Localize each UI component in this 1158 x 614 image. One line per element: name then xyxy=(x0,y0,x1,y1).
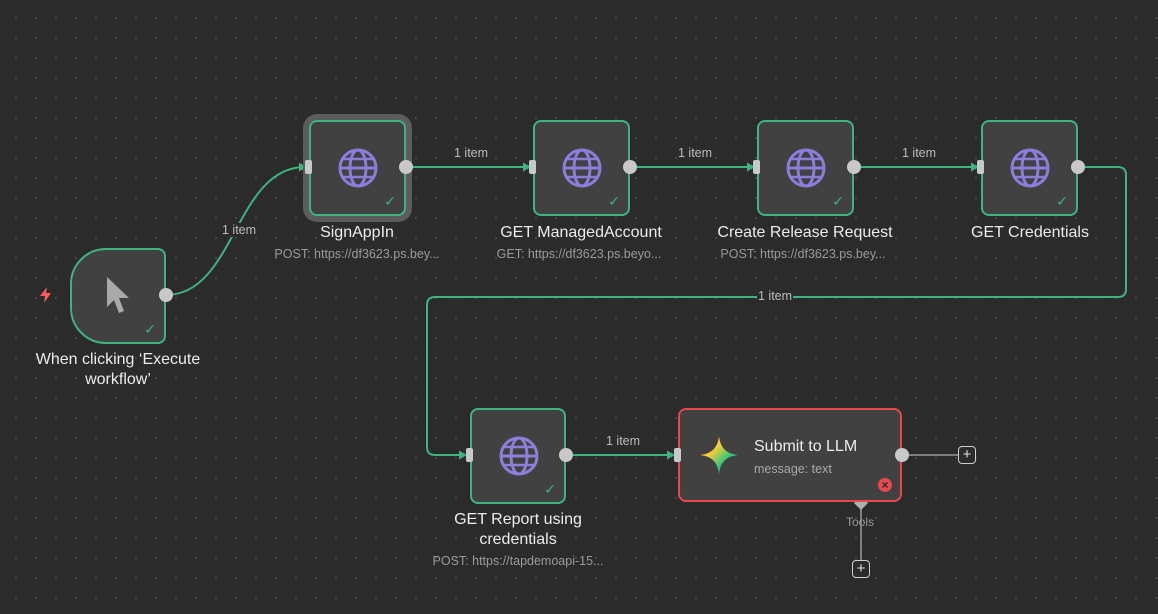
add-tool-button[interactable]: + xyxy=(852,560,870,578)
gemini-sparkle-icon xyxy=(698,434,740,481)
globe-icon xyxy=(337,147,379,194)
submit-to-llm-input-handle[interactable] xyxy=(674,448,681,462)
signappin-output-handle[interactable] xyxy=(399,160,413,174)
add-node-after-llm-button[interactable]: + xyxy=(958,446,976,464)
signappin-subtitle: POST: https://df3623.ps.bey... xyxy=(274,247,440,261)
success-check-icon: ✓ xyxy=(144,321,156,337)
submit-to-llm-subtitle: message: text xyxy=(754,462,832,476)
get-report-output-handle[interactable] xyxy=(559,448,573,462)
get-report-node[interactable]: ✓ xyxy=(470,408,566,504)
cursor-icon xyxy=(105,275,133,322)
get-credentials-output-handle[interactable] xyxy=(1071,160,1085,174)
create-release-request-subtitle: POST: https://df3623.ps.bey... xyxy=(720,247,886,261)
tools-label: Tools xyxy=(846,515,875,529)
trigger-output-handle[interactable] xyxy=(159,288,173,302)
create-release-request-input-handle[interactable] xyxy=(753,160,760,174)
edge-label-managed-release: 1 item xyxy=(677,146,714,160)
globe-icon xyxy=(785,147,827,194)
get-managed-account-input-handle[interactable] xyxy=(529,160,536,174)
edge-label-report-llm: 1 item xyxy=(605,434,642,448)
submit-to-llm-output-handle[interactable] xyxy=(895,448,909,462)
get-managed-account-subtitle: GET: https://df3623.ps.beyo... xyxy=(496,247,662,261)
success-check-icon: ✓ xyxy=(544,481,556,497)
globe-icon xyxy=(561,147,603,194)
globe-icon xyxy=(498,435,540,482)
error-icon: × xyxy=(878,478,892,492)
get-managed-account-title: GET ManagedAccount xyxy=(500,224,662,241)
create-release-request-node[interactable]: ✓ xyxy=(757,120,854,216)
get-managed-account-node[interactable]: ✓ xyxy=(533,120,630,216)
create-release-request-output-handle[interactable] xyxy=(847,160,861,174)
signappin-node[interactable]: ✓ xyxy=(309,120,406,216)
create-release-request-title: Create Release Request xyxy=(717,224,893,241)
edge-label-release-credentials: 1 item xyxy=(901,146,938,160)
submit-to-llm-node[interactable]: Submit to LLM message: text × xyxy=(678,408,902,502)
signappin-title: SignAppIn xyxy=(320,224,394,241)
get-credentials-node[interactable]: ✓ xyxy=(981,120,1078,216)
edge-label-credentials-report: 1 item xyxy=(757,289,794,303)
edge-label-trigger-signappin: 1 item xyxy=(221,223,258,237)
success-check-icon: ✓ xyxy=(608,193,620,209)
globe-icon xyxy=(1009,147,1051,194)
get-report-title: GET Report using credentials xyxy=(454,511,582,548)
trigger-node-title: When clicking ‘Execute workflow’ xyxy=(35,351,201,388)
get-managed-account-output-handle[interactable] xyxy=(623,160,637,174)
success-check-icon: ✓ xyxy=(1056,193,1068,209)
success-check-icon: ✓ xyxy=(832,193,844,209)
get-report-input-handle[interactable] xyxy=(466,448,473,462)
get-credentials-title: GET Credentials xyxy=(971,224,1089,241)
get-credentials-input-handle[interactable] xyxy=(977,160,984,174)
submit-to-llm-title: Submit to LLM xyxy=(754,438,858,455)
get-report-subtitle: POST: https://tapdemoapi-15... xyxy=(432,554,604,568)
success-check-icon: ✓ xyxy=(384,193,396,209)
trigger-node[interactable]: ✓ xyxy=(70,248,166,344)
bolt-icon xyxy=(38,286,54,309)
edge-label-signappin-managed: 1 item xyxy=(453,146,490,160)
signappin-input-handle[interactable] xyxy=(305,160,312,174)
